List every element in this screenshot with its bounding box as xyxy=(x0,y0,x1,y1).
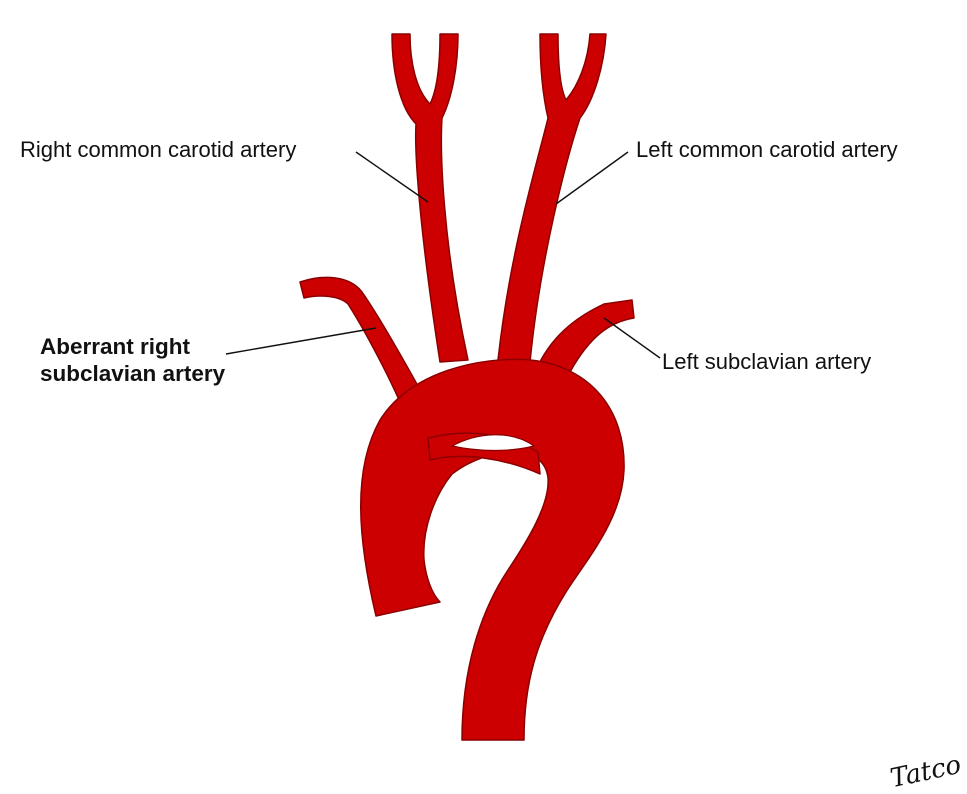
leader-left-common-carotid xyxy=(555,151,629,205)
leader-right-common-carotid xyxy=(355,151,429,203)
leader-left-subclavian xyxy=(603,317,661,359)
label-aberrant-right-subclavian-artery: Aberrant right subclavian artery xyxy=(40,333,225,387)
left-subclavian-artery xyxy=(535,299,635,373)
label-right-common-carotid-artery: Right common carotid artery xyxy=(20,137,297,162)
right-common-carotid-artery xyxy=(391,33,469,363)
aortic-arch xyxy=(360,358,625,741)
leader-aberrant-right-subclavian xyxy=(225,327,377,355)
left-common-carotid-artery xyxy=(497,33,607,363)
label-aberrant-line2: subclavian artery xyxy=(40,361,226,386)
label-aberrant-line1: Aberrant right xyxy=(40,334,191,359)
aberrant-right-subclavian-artery xyxy=(299,276,425,403)
arch-inner-gap xyxy=(450,434,536,452)
label-left-subclavian-artery: Left subclavian artery xyxy=(662,349,872,374)
label-left-common-carotid-artery: Left common carotid artery xyxy=(636,137,898,162)
